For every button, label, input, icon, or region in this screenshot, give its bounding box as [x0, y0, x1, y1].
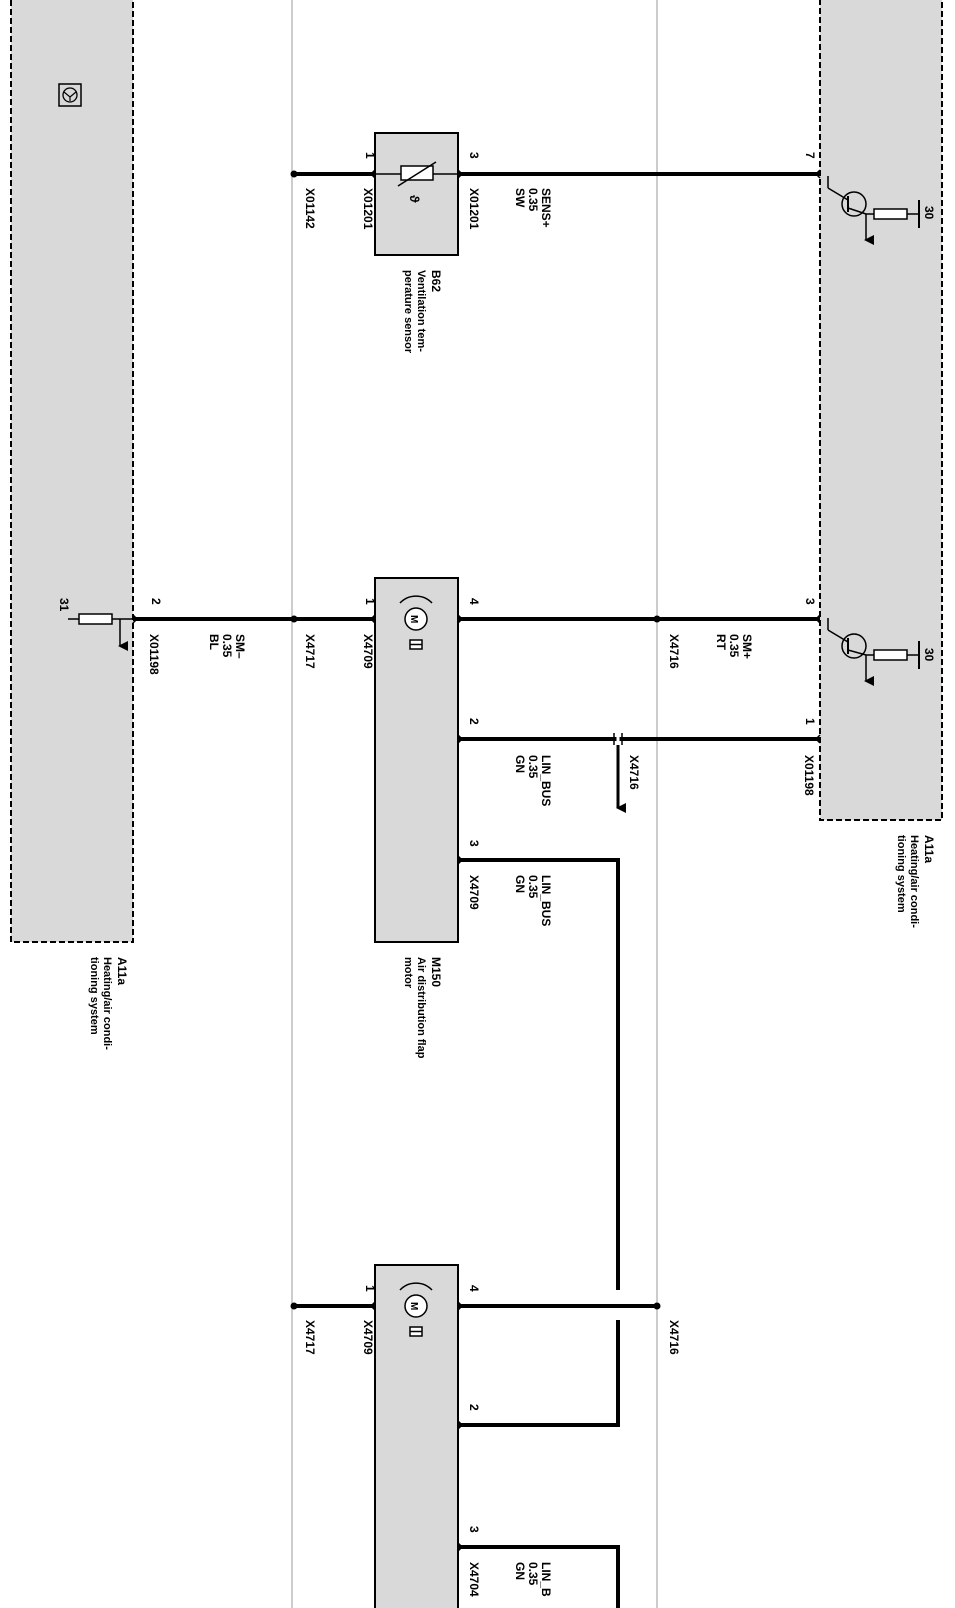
connector-x01201-b: X01201	[467, 188, 481, 230]
connector-labels: X01142 X01201 X01201 X01198 X01198 X4717…	[147, 188, 816, 1597]
right-module-pin-1: 1	[803, 718, 817, 725]
connector-x4709-b: X4709	[467, 875, 481, 910]
wire-label-sens-plus: SENS+ 0.35 SW	[513, 188, 553, 228]
connector-x01198-left: X01198	[147, 634, 161, 675]
sensor-pin-1: 1	[363, 152, 377, 159]
connector-x4709-a: X4709	[361, 634, 375, 669]
lin-branch-arrow	[613, 733, 626, 813]
m150-pin-3: 3	[467, 840, 481, 847]
svg-text:Air distribution flap: Air distribution flap	[415, 957, 427, 1059]
wire-lin-bus-b	[458, 858, 620, 1290]
m150-pin-4: 4	[467, 598, 481, 605]
m150-pin-2: 2	[467, 718, 481, 725]
ground-pull-resistor	[68, 613, 134, 651]
wire-lin-bus-c	[458, 1545, 620, 1608]
transistor-top-icon	[827, 176, 920, 245]
motor2-pin-2: 2	[467, 1404, 481, 1411]
connector-x01198-right: X01198	[802, 755, 816, 796]
wires	[133, 172, 820, 1608]
left-module-pin-2: 2	[149, 598, 163, 605]
connector-x4704: X4704	[467, 1562, 481, 1597]
svg-text:GN: GN	[513, 755, 527, 773]
svg-text:0.35: 0.35	[526, 1562, 540, 1586]
svg-text:perature sensor: perature sensor	[402, 270, 414, 354]
svg-text:SENS+: SENS+	[539, 188, 553, 228]
connector-x4709-c: X4709	[361, 1320, 375, 1355]
svg-text:tioning system: tioning system	[895, 835, 907, 913]
connector-x4716-b: X4716	[667, 1320, 681, 1355]
motor-icon: M	[399, 595, 433, 650]
svg-text:BL: BL	[207, 634, 221, 650]
svg-text:LIN_BUS: LIN_BUS	[539, 755, 553, 806]
svg-text:A11a: A11a	[115, 957, 129, 985]
svg-text:0.35: 0.35	[526, 875, 540, 899]
splice-points	[290, 170, 661, 1310]
connector-x01201-a: X01201	[361, 188, 375, 230]
contact-marks	[132, 169, 821, 1552]
label-a11a-right: A11a Heating/air condi- tioning system	[895, 835, 936, 928]
svg-text:GN: GN	[513, 875, 527, 893]
svg-text:tioning system: tioning system	[88, 957, 100, 1035]
wire-label-lin-bus-b: LIN_BUS 0.35 GN	[513, 875, 553, 926]
motor2-pin-4: 4	[467, 1285, 481, 1292]
motor2-pin-3: 3	[467, 1526, 481, 1533]
svg-text:0.35: 0.35	[526, 755, 540, 779]
svg-text:GN: GN	[513, 1562, 527, 1580]
thermistor-icon: ϑ	[407, 195, 422, 203]
wire-label-sm-minus: SM– 0.35 BL	[207, 634, 247, 659]
ventilation-temperature-sensor: ϑ 1 3	[363, 132, 481, 256]
svg-text:M150: M150	[429, 957, 443, 987]
connector-x4716-branch: X4716	[627, 755, 641, 790]
connector-x4717-a: X4717	[303, 634, 317, 669]
svg-text:B62: B62	[429, 270, 443, 292]
svg-text:0.35: 0.35	[526, 188, 540, 212]
svg-text:motor: motor	[402, 957, 414, 989]
supply-terminal-30-top: 30	[922, 206, 936, 220]
wire-label-sm-plus: SM+ 0.35 RT	[714, 634, 754, 659]
control-module-right: 30 30	[819, 0, 943, 821]
m150-pin-1: 1	[363, 598, 377, 605]
label-m150: M150 Air distribution flap motor	[402, 957, 443, 1059]
flap-motor-2: M 1 4 2 3	[363, 1264, 481, 1608]
transistor-mid-icon	[827, 618, 920, 686]
supply-terminal-30-mid: 30	[922, 648, 936, 662]
svg-text:SM+: SM+	[740, 634, 754, 659]
air-distribution-flap-motor: M 1 4 2 3	[363, 577, 481, 943]
svg-text:LIN_BUS: LIN_BUS	[539, 875, 553, 926]
connector-x01142: X01142	[303, 188, 317, 229]
svg-text:Heating/air condi-: Heating/air condi-	[101, 957, 113, 1050]
ground-terminal-31: 31	[57, 598, 71, 612]
svg-text:SW: SW	[513, 188, 527, 208]
svg-text:Heating/air condi-: Heating/air condi-	[908, 835, 920, 928]
connector-x4717-b: X4717	[303, 1320, 317, 1355]
right-module-pin-3: 3	[803, 598, 817, 605]
svg-text:Ventilation tem-: Ventilation tem-	[415, 270, 427, 352]
label-b62: B62 Ventilation tem- perature sensor	[402, 270, 443, 354]
svg-text:A11a: A11a	[922, 835, 936, 863]
right-module-pin-7: 7	[803, 152, 817, 159]
svg-text:M: M	[408, 615, 419, 623]
wire-lin-bus-motor2-pin2	[458, 1320, 620, 1427]
svg-text:0.35: 0.35	[727, 634, 741, 658]
svg-text:RT: RT	[714, 634, 728, 651]
sensor-pin-3: 3	[467, 152, 481, 159]
motor2-pin-1: 1	[363, 1285, 377, 1292]
wire-label-lin-bus-c: LIN_B 0.35 GN	[513, 1562, 553, 1597]
motor-icon-2: M	[399, 1282, 433, 1337]
connector-x4716-a: X4716	[667, 634, 681, 669]
wire-label-lin-bus-a: LIN_BUS 0.35 GN	[513, 755, 553, 806]
svg-text:LIN_B: LIN_B	[539, 1562, 553, 1597]
svg-text:M: M	[408, 1302, 419, 1310]
svg-text:0.35: 0.35	[220, 634, 234, 658]
control-module-left: 31	[10, 0, 134, 943]
ground-logo-icon	[58, 83, 82, 107]
svg-text:SM–: SM–	[233, 634, 247, 659]
label-a11a-left: A11a Heating/air condi- tioning system	[88, 957, 129, 1050]
